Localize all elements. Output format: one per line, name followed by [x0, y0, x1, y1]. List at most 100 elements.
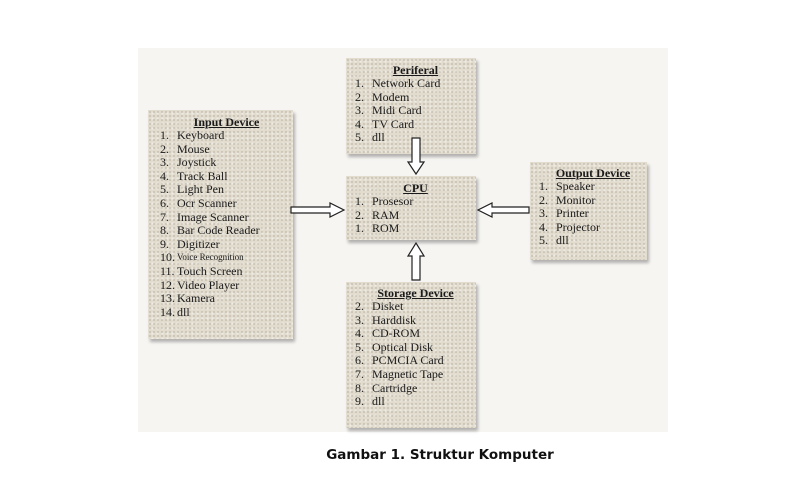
output-item-number: 3.	[539, 206, 548, 221]
storage-item-number: 2.	[355, 299, 364, 313]
input-item-number: 12.	[160, 277, 175, 292]
output-item: 3. Printer	[539, 207, 647, 221]
storage-item-number: 3.	[355, 312, 364, 327]
output-item-number: 1.	[539, 179, 548, 193]
output-item-label: Printer	[556, 206, 589, 221]
output-item-label: Monitor	[556, 192, 596, 207]
peripheral-item-number: 2.	[355, 89, 364, 104]
arrow-storage-to-cpu	[406, 241, 426, 281]
input-item: 9.Digitizer	[160, 236, 293, 252]
peripheral-item-label: TV Card	[372, 116, 415, 131]
input-item-label: Touch Screen	[177, 263, 243, 278]
peripheral-item-number: 5.	[355, 130, 364, 145]
input-item-label: Digitizer	[177, 236, 220, 251]
input-item-label: Joystick	[177, 155, 217, 170]
storage-item-number: 7.	[355, 366, 364, 381]
peripheral-title: Periferal	[392, 63, 439, 77]
output-item-number: 5.	[539, 233, 548, 248]
input-item: 10.Voice Recognition	[160, 251, 293, 265]
storage-device-title: Storage Device	[377, 286, 454, 300]
input-item-label: dll	[177, 304, 190, 319]
input-item-number: 3.	[160, 155, 169, 170]
output-item-label: Projector	[556, 219, 600, 234]
input-device-title: Input Device	[193, 115, 260, 129]
output-item-label: dll	[556, 233, 569, 248]
storage-item-label: Cartridge	[372, 380, 418, 395]
input-item: 8. Bar Code Reader	[160, 224, 293, 238]
input-item-label: Keyboard	[177, 128, 225, 142]
input-item-label: Image Scanner	[177, 209, 249, 224]
output-item: 5. dll	[539, 234, 647, 248]
output-item: 4. Projector	[539, 219, 647, 235]
peripheral-item-label: dll	[372, 130, 385, 145]
storage-item-label: Disket	[372, 299, 404, 313]
input-item-number: 4.	[160, 168, 169, 183]
cpu-item-number: 1.	[355, 194, 364, 208]
peripheral-item-label: Network Card	[372, 76, 441, 90]
input-item-label: Track Ball	[177, 168, 228, 183]
input-item: 3. Joystick	[160, 156, 293, 170]
arrow-output-to-cpu	[476, 202, 530, 218]
input-item-number: 1.	[160, 128, 169, 142]
cpu-title: CPU	[403, 181, 428, 195]
input-item: 2. Mouse	[160, 141, 293, 157]
peripheral-item-label: Modem	[372, 89, 410, 104]
storage-item-number: 8.	[355, 380, 364, 395]
storage-item-number: 5.	[355, 339, 364, 354]
input-item-label: Bar Code Reader	[177, 223, 260, 238]
input-item-number: 11.	[160, 263, 175, 278]
input-item-label: Kamera	[177, 291, 215, 306]
input-item-number: 8.	[160, 223, 169, 238]
output-item-number: 2.	[539, 192, 548, 207]
cpu-item-number: 2.	[355, 207, 364, 222]
cpu-item-label: ROM	[372, 221, 400, 236]
input-device-box: Input Device 1. Keyboard 2. Mouse 3. Joystick…	[148, 110, 293, 339]
peripheral-item-number: 1.	[355, 76, 364, 90]
cpu-item-label: RAM	[372, 207, 400, 222]
peripheral-item: 4.TV Card	[355, 116, 476, 132]
output-item-number: 4.	[539, 219, 548, 234]
storage-item-label: dll	[372, 394, 385, 409]
peripheral-item: 5. dll	[355, 131, 476, 145]
input-item-number: 13.	[160, 291, 175, 306]
peripheral-item: 3. Midi Card	[355, 104, 476, 118]
storage-item: 4.CD-ROM	[355, 327, 476, 341]
input-item-number: 2.	[160, 141, 169, 156]
input-item-label: Video Player	[177, 277, 240, 292]
storage-item-number: 4.	[355, 326, 364, 341]
input-item-number: 7.	[160, 209, 169, 224]
input-item: 12.Video Player	[160, 277, 293, 293]
input-item-number: 10.	[160, 250, 175, 265]
input-item-number: 6.	[160, 195, 169, 210]
peripheral-item-label: Midi Card	[372, 103, 422, 118]
arrow-peripheral-to-cpu	[406, 137, 426, 176]
cpu-item-number: 1.	[355, 221, 364, 236]
peripheral-item: 2. Modem	[355, 89, 476, 105]
output-device-title: Output Device	[555, 166, 631, 180]
storage-item-number: 6.	[355, 353, 364, 368]
input-item-label: Voice Recognition	[177, 252, 244, 263]
cpu-item: 1. ROM	[355, 222, 476, 236]
output-item-label: Speaker	[556, 179, 595, 193]
output-item: 2. Monitor	[539, 192, 647, 208]
input-item: 7. Image Scanner	[160, 209, 293, 225]
storage-item-number: 9.	[355, 394, 364, 409]
input-item: 4. Track Ball	[160, 168, 293, 184]
input-item-label: Ocr Scanner	[177, 195, 237, 210]
storage-item: 6.PCMCIA Card	[355, 354, 476, 368]
output-item: 1. Speaker	[539, 179, 647, 194]
storage-item: 8. Cartridge	[355, 380, 476, 396]
storage-item-label: Harddisk	[372, 312, 416, 327]
input-item-label: Mouse	[177, 141, 210, 156]
storage-item: 2. Disket	[355, 299, 476, 314]
peripheral-item-number: 3.	[355, 103, 364, 118]
storage-item: 9. dll	[355, 395, 476, 409]
storage-item: 5.Optical Disk	[355, 339, 476, 355]
